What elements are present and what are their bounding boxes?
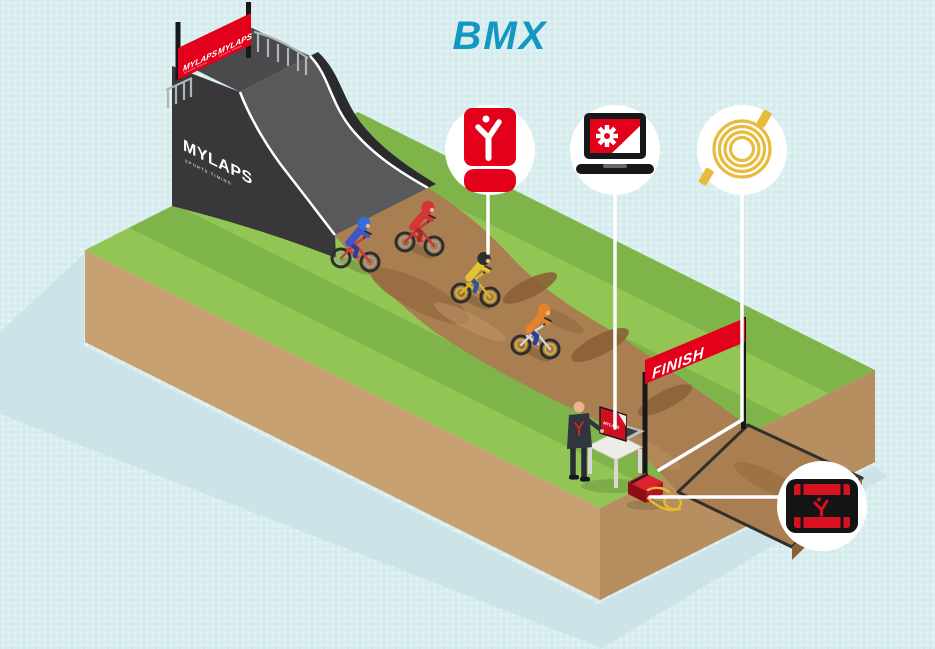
ramp-surface (240, 56, 428, 235)
ramp-top-platform (180, 27, 310, 92)
page-title: BMX (452, 14, 548, 58)
bmx-rider-red (394, 200, 445, 259)
decoder-box-top (628, 473, 663, 491)
bmx-rider-yellow (450, 251, 501, 310)
decoder-icon (786, 479, 858, 533)
ramp-edge-line-far (309, 55, 429, 190)
operator-shoe-right (580, 477, 590, 482)
operator-hand (600, 429, 604, 433)
ramp-side-wall (172, 66, 336, 258)
start-banner (178, 13, 251, 80)
ramp-edge-line-near (238, 91, 336, 236)
operator-person (567, 401, 604, 482)
finish-banner (645, 318, 745, 384)
callout-loop-cable (697, 105, 787, 195)
timing-station: MYLAPS (567, 401, 682, 512)
operator-head (573, 401, 585, 413)
bmx-rider-blue (330, 216, 381, 275)
callout-transponder (445, 105, 535, 195)
decoder-box-front (628, 482, 646, 503)
operator-shoe-left (569, 475, 579, 480)
laptop: MYLAPS (599, 405, 645, 443)
callout-decoder (777, 461, 867, 551)
callout-lines (486, 193, 780, 499)
ramp-railing-left (165, 77, 193, 108)
table (586, 432, 644, 488)
operator-jacket-logo (574, 421, 584, 436)
bmx-rider-orange (510, 303, 561, 362)
callout-circle (697, 105, 787, 195)
coiled-cable-icon (698, 109, 772, 186)
laptop-gear-icon (576, 113, 654, 174)
terrain-left-face (85, 250, 600, 600)
transponder-icon (464, 108, 516, 192)
finish-loop-line (657, 418, 744, 472)
gear-glyph (596, 125, 618, 147)
start-ramp: MYLAPS SPORTS TIMING MYLAPS SPORTS TIMIN… (165, 2, 436, 258)
operator-arm (585, 417, 604, 433)
operator-legs (570, 445, 587, 482)
decoder-box-stripe (630, 472, 649, 485)
decoder-y-logo (813, 497, 829, 517)
laptop-screen-logo: MYLAPS (603, 420, 621, 430)
ramp-railing-right (253, 30, 309, 75)
laptop-screen (599, 405, 627, 443)
ground-shadow (0, 254, 888, 648)
ramp-far-edge-band (310, 52, 436, 188)
finish-pole-left (642, 372, 648, 488)
laptop-screen-flag (618, 413, 626, 426)
callout-software (570, 105, 660, 195)
